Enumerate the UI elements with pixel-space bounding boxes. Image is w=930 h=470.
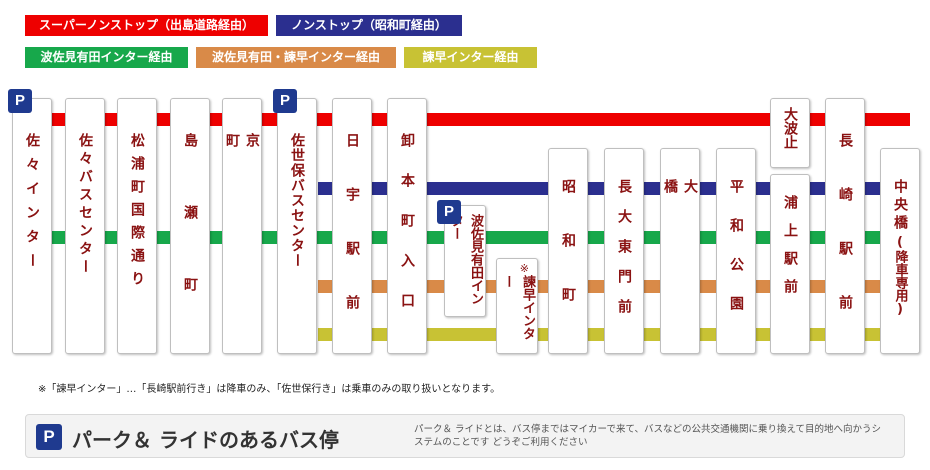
- stop-shimase[interactable]: 島瀬町: [170, 98, 210, 354]
- stop-matsuura-kokusai-dori[interactable]: 松浦町国際通り: [117, 98, 157, 354]
- stop-label: 日宇駅前: [344, 133, 360, 349]
- stop-sublabel: (降車専用): [892, 235, 908, 317]
- parking-badge: P: [273, 89, 297, 113]
- stop-showa[interactable]: 昭和町: [548, 148, 588, 354]
- stop-label: 佐世保バスセンター: [289, 133, 305, 268]
- legend-isahaya: 諫早インター経由: [404, 47, 537, 68]
- stop-label: 佐々バスセンター: [77, 133, 93, 277]
- stop-label: 昭和町: [560, 179, 576, 341]
- park-and-ride-legend: P パーク＆ ライドのあるバス停 パーク＆ ライドとは、バス停まではマイカーで来…: [25, 414, 905, 458]
- park-and-ride-title: パーク＆ ライドのあるバス停: [72, 428, 339, 452]
- stop-ohato[interactable]: 大波止: [770, 98, 810, 168]
- stop-label: 松浦町国際通り: [129, 133, 145, 294]
- legend-super-nonstop: スーパーノンストップ（出島道路経由）: [25, 15, 268, 36]
- stop-label: 佐々インター: [24, 133, 40, 277]
- stop-nagasaki-ekimae[interactable]: 長崎駅前: [825, 98, 865, 354]
- stop-label: 京町: [224, 133, 260, 297]
- stop-label: 卸本町入口: [399, 133, 415, 333]
- stop-label: 中央橋: [892, 179, 908, 233]
- stop-oroshimoto-iriguchi[interactable]: 卸本町入口: [387, 98, 427, 354]
- stop-label: 大橋: [662, 179, 698, 303]
- stop-chuobashi[interactable]: 中央橋 (降車専用): [880, 148, 920, 354]
- stop-kyo[interactable]: 京町: [222, 98, 262, 354]
- parking-badge: P: [8, 89, 32, 113]
- stop-label: 諫早インター: [500, 275, 535, 340]
- legend-hasami-isahaya: 波佐見有田・諫早インター経由: [196, 47, 396, 68]
- stop-sasa-ic[interactable]: 佐々インター: [12, 98, 52, 354]
- stop-label: 大波止: [782, 107, 798, 149]
- isahaya-note-mark: ※: [519, 262, 529, 275]
- isahaya-ic-note: ※「諫早インター」…「長崎駅前行き」は降車のみ、「佐世保行き」は乗車のみの取り扱…: [38, 384, 501, 395]
- stop-nikka-ekimae[interactable]: 日宇駅前: [332, 98, 372, 354]
- stop-label: 波佐見有田インター: [448, 214, 483, 305]
- legend-hasami-arita: 波佐見有田インター経由: [25, 47, 188, 68]
- stop-label: 島瀬町: [182, 133, 198, 349]
- stop-ohashi[interactable]: 大橋: [660, 148, 700, 354]
- parking-badge: P: [437, 200, 461, 224]
- stop-urakami-ekimae[interactable]: 浦上駅前: [770, 174, 810, 354]
- stop-sasebo-bus-center[interactable]: 佐世保バスセンター: [277, 98, 317, 354]
- stop-heiwa-koen[interactable]: 平和公園: [716, 148, 756, 354]
- stop-label: 平和公園: [728, 179, 744, 335]
- stop-label: 長大東門前: [616, 179, 632, 329]
- legend-nonstop: ノンストップ（昭和町経由）: [276, 15, 462, 36]
- park-and-ride-description: パーク＆ ライドとは、バス停まではマイカーで来て、バスなどの公共交通機関に乗り換…: [414, 424, 882, 448]
- stop-isahaya-ic[interactable]: ※ 諫早インター: [496, 258, 538, 354]
- stop-nagadaitomon[interactable]: 長大東門前: [604, 148, 644, 354]
- parking-badge: P: [36, 424, 62, 450]
- stop-label: 長崎駅前: [837, 133, 853, 349]
- stop-label: 浦上駅前: [782, 195, 798, 307]
- stop-sasa-bus-center[interactable]: 佐々バスセンター: [65, 98, 105, 354]
